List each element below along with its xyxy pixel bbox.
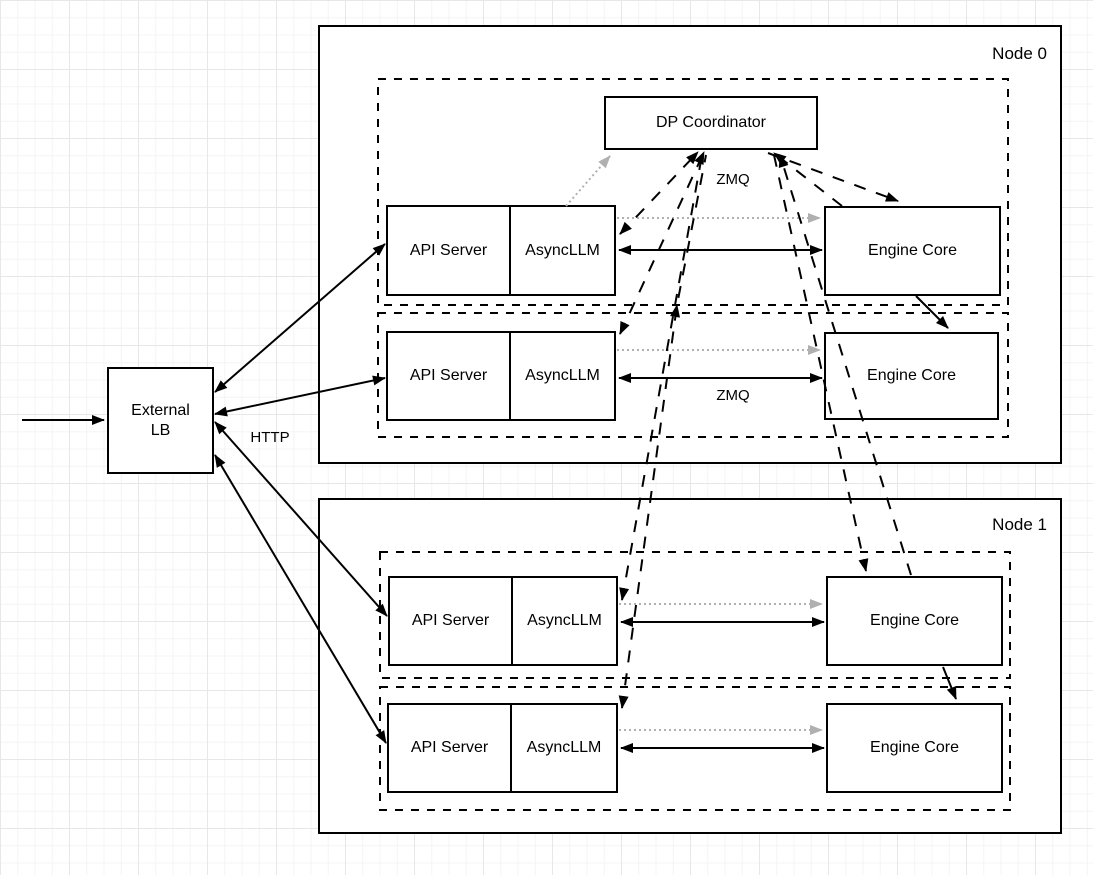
api-async-box-n0r1[interactable] xyxy=(386,331,616,421)
zmq-dashed-dp-engine-n0r0[interactable] xyxy=(767,152,899,202)
engine-engine-arrow-n0[interactable] xyxy=(915,295,949,329)
api-async-box-n1r1[interactable] xyxy=(387,703,618,793)
engine-core-box-n1r0[interactable] xyxy=(826,576,1003,666)
lb-api-arrow-n0r1[interactable] xyxy=(214,375,386,417)
node1-replica0-group[interactable] xyxy=(379,551,1011,679)
gray-dotted-arrow-async-dp[interactable] xyxy=(565,155,611,207)
engine-core-box-n1r1[interactable] xyxy=(826,703,1003,793)
api-async-box-n1r0[interactable] xyxy=(388,576,618,666)
engine-core-box-n0r1[interactable] xyxy=(824,332,999,420)
zmq-dashed-dp-async-n0r1[interactable] xyxy=(619,151,705,335)
dp-coordinator-box[interactable] xyxy=(604,96,818,150)
api-async-box-n0r0[interactable] xyxy=(386,205,616,296)
node1-replica1-group[interactable] xyxy=(379,686,1011,811)
zmq-dashed-dp-async-n1r1[interactable] xyxy=(618,154,707,709)
zmq-dashed-engine-dp-n1r0[interactable] xyxy=(778,154,912,576)
zmq-dashed-dp-engine-n1r0[interactable] xyxy=(773,154,869,572)
external-lb-box[interactable] xyxy=(107,367,214,474)
engine-core-box-n0r0[interactable] xyxy=(824,206,1001,296)
lb-api-arrow-n0r0[interactable] xyxy=(214,243,386,393)
lb-api-arrow-n1r1[interactable] xyxy=(214,454,387,744)
engine-engine-arrow-n1[interactable] xyxy=(942,666,957,700)
